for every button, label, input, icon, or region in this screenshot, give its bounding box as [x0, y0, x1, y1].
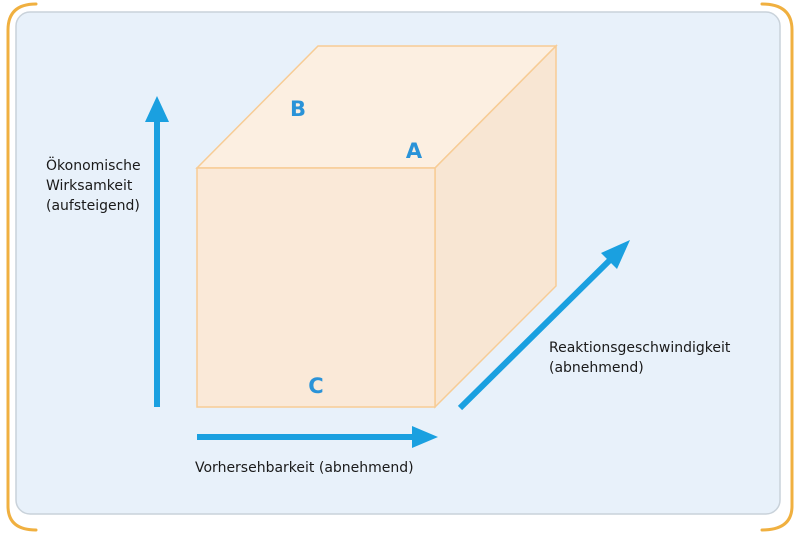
diagonal-axis-label-line-2: (abnehmend)	[549, 360, 644, 376]
diagonal-arrow	[457, 240, 630, 411]
cube-label-b: B	[290, 97, 306, 121]
cube-label-c: C	[308, 374, 323, 398]
horizontal-axis-label: Vorhersehbarkeit (abnehmend)	[195, 460, 414, 476]
horizontal-arrow	[197, 426, 438, 448]
cube-front-face	[196, 167, 436, 408]
right-bracket	[760, 2, 794, 532]
vertical-arrow	[145, 96, 169, 407]
cube-label-a: A	[406, 139, 423, 163]
left-bracket	[6, 2, 38, 532]
vertical-axis-label-line-3: (aufsteigend)	[46, 198, 140, 214]
vertical-axis-label: Ökonomische Wirksamkeit (aufsteigend)	[46, 156, 141, 214]
diagonal-axis-label-line-1: Reaktionsgeschwindigkeit	[549, 340, 731, 356]
vertical-axis-label-line-1: Ökonomische	[46, 156, 141, 174]
diagonal-axis-label: Reaktionsgeschwindigkeit (abnehmend)	[549, 340, 731, 376]
cube	[195, 44, 558, 409]
vertical-axis-label-line-2: Wirksamkeit	[46, 178, 133, 194]
